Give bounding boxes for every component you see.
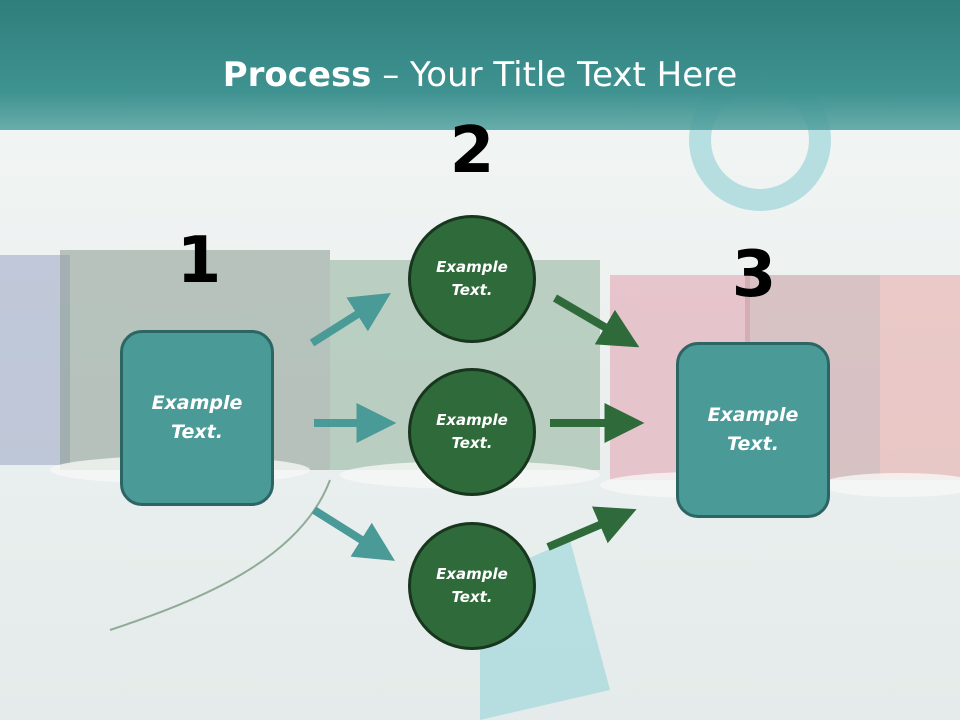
left-box-text: Example Text. <box>151 392 243 443</box>
circle-top-text: Example Text. <box>436 258 508 299</box>
circle-bottom-text: Example Text. <box>436 565 508 606</box>
arrow-from-top <box>552 294 640 348</box>
title-bold: Process <box>222 55 372 95</box>
title-bar <box>0 0 960 130</box>
circle-middle-text: Example Text. <box>436 411 508 452</box>
left-box[interactable]: Example Text. <box>120 330 274 506</box>
right-box-text: Example Text. <box>707 404 799 455</box>
arrow-from-bottom <box>546 506 637 551</box>
circle-bottom[interactable]: Example Text. <box>408 522 536 650</box>
arrow-to-bottom <box>311 506 395 561</box>
slide-title: Process – Your Title Text Here <box>0 52 960 98</box>
arrow-to-top <box>309 293 391 347</box>
circle-middle[interactable]: Example Text. <box>408 368 536 496</box>
title-rest: – Your Title Text Here <box>371 55 738 95</box>
circle-top[interactable]: Example Text. <box>408 215 536 343</box>
step-number-1: 1 <box>176 224 222 298</box>
step-number-2: 2 <box>449 114 495 188</box>
step-number-3: 3 <box>731 238 777 312</box>
right-box[interactable]: Example Text. <box>676 342 830 518</box>
